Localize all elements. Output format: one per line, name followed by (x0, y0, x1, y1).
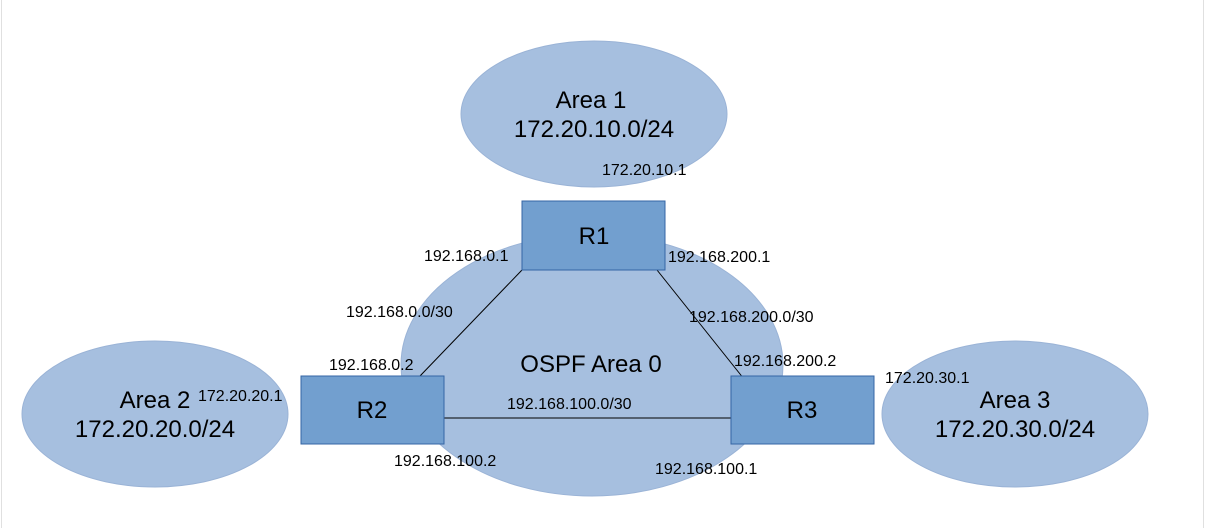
router-r1-label: R1 (579, 223, 610, 250)
r1-r2-r2-ip: 192.168.0.2 (329, 357, 414, 374)
r1-r3-r1-ip: 192.168.200.1 (668, 249, 770, 266)
router-r2[interactable] (300, 375, 445, 445)
r2-r3-subnet: 192.168.100.0/30 (507, 396, 632, 413)
r1-r3-subnet: 192.168.200.0/30 (689, 309, 814, 326)
r1-r3-r3-ip: 192.168.200.2 (734, 353, 836, 370)
r2-r3-r3-ip: 192.168.100.1 (655, 461, 757, 478)
router-r3[interactable] (730, 375, 875, 445)
router-r1[interactable] (521, 200, 666, 271)
area-0-label: OSPF Area 0 (520, 351, 661, 378)
r1-r2-r1-ip: 192.168.0.1 (424, 248, 509, 265)
r2-area2-ip: 172.20.20.1 (198, 388, 283, 405)
area-2-ellipse (21, 340, 289, 488)
area-2-subnet: 172.20.20.0/24 (75, 416, 235, 443)
area-1-ellipse (460, 40, 728, 188)
r1-r2-subnet: 192.168.0.0/30 (346, 304, 453, 321)
link-r1-r3 (656, 269, 745, 380)
area-3-label: Area 3 (980, 387, 1051, 414)
r1-area1-ip: 172.20.10.1 (602, 162, 687, 179)
router-r2-label: R2 (357, 397, 388, 424)
link-r1-r2 (419, 269, 523, 377)
router-r3-label: R3 (787, 397, 818, 424)
area-3-ellipse (881, 340, 1149, 488)
r3-area3-ip: 172.20.30.1 (885, 370, 970, 387)
area-1-label: Area 1 (556, 87, 627, 114)
area-1-subnet: 172.20.10.0/24 (514, 116, 674, 143)
area-3-subnet: 172.20.30.0/24 (935, 416, 1095, 443)
area-2-label: Area 2 (120, 387, 191, 414)
r2-r3-r2-ip: 192.168.100.2 (394, 453, 496, 470)
